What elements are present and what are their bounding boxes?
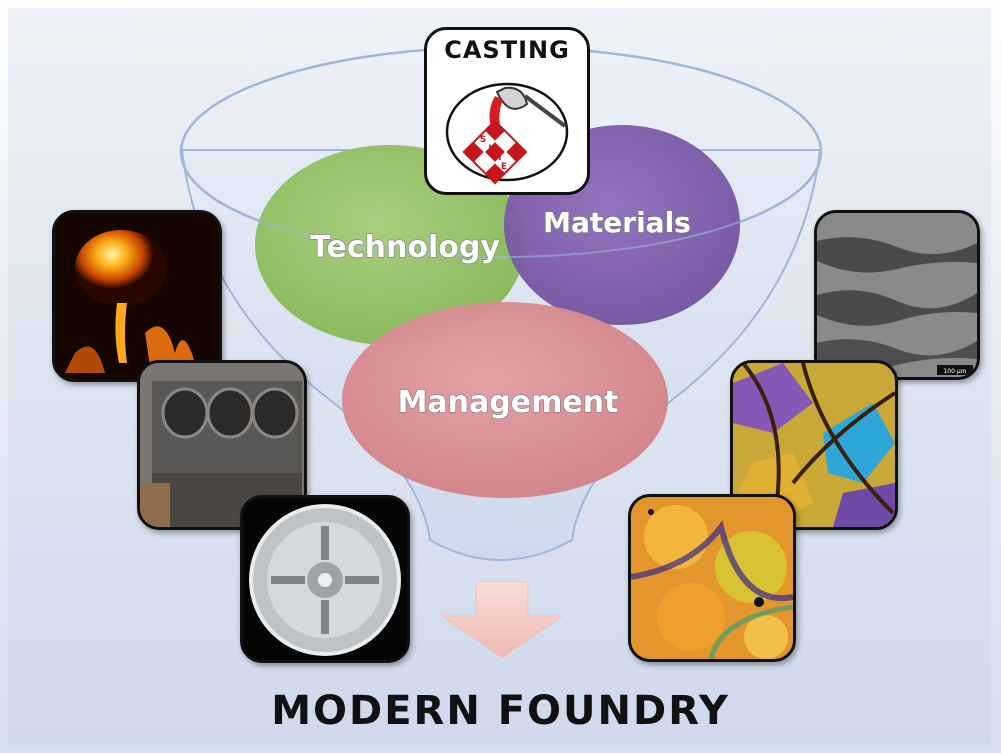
photo-molten-metal-pour bbox=[52, 210, 222, 382]
down-arrow-icon bbox=[440, 581, 564, 659]
technology-circle bbox=[255, 145, 525, 345]
orange-microstructure-image bbox=[631, 497, 793, 659]
diamond-letter: S bbox=[480, 135, 486, 145]
ladle-icon: S I M E T bbox=[445, 82, 569, 185]
management-circle bbox=[342, 302, 668, 498]
grey-microstructure-image: 100 μm bbox=[817, 213, 977, 377]
photo-grey-microstructure: 100 μm bbox=[814, 210, 980, 380]
simet-diamond bbox=[462, 119, 528, 185]
diamond-letter: T bbox=[493, 171, 500, 181]
photo-orange-microstructure bbox=[628, 494, 796, 662]
micrograph-scale-label: 100 μm bbox=[943, 368, 966, 375]
modern-foundry-title: MODERN FOUNDRY bbox=[271, 688, 730, 734]
management-label: Management bbox=[398, 385, 619, 420]
diamond-letter: I bbox=[488, 144, 491, 154]
alloy-wheel-image bbox=[243, 498, 407, 660]
molten-metal-image bbox=[55, 213, 219, 379]
photo-alloy-wheel bbox=[240, 495, 410, 663]
casting-logo: CASTING S I M E T bbox=[424, 27, 590, 195]
diamond-letter: E bbox=[501, 162, 507, 172]
materials-label: Materials bbox=[543, 206, 691, 239]
diamond-letter: M bbox=[493, 153, 502, 163]
casting-title: CASTING bbox=[444, 36, 570, 64]
technology-label: Technology bbox=[310, 230, 500, 265]
